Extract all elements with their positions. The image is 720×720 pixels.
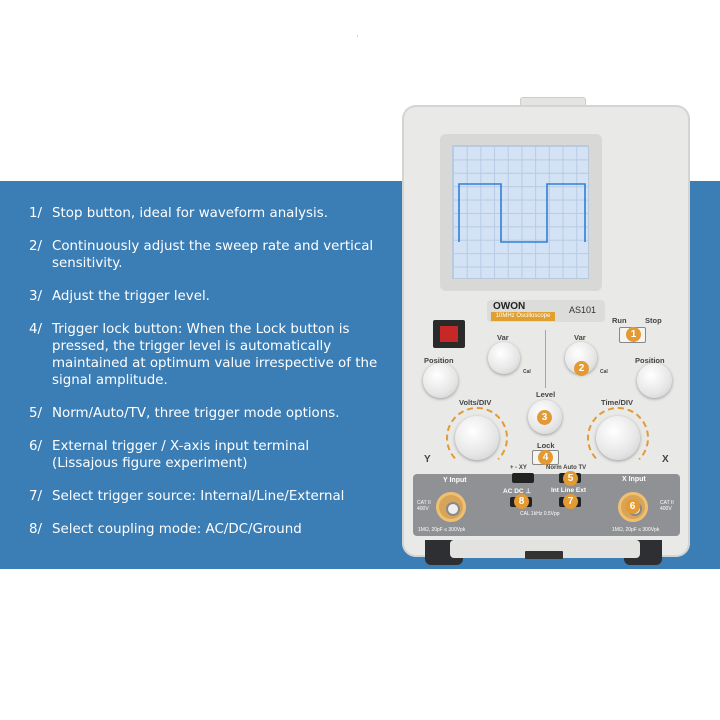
feature-number: 3/ xyxy=(29,289,43,304)
callout-badge-7: 7 xyxy=(563,494,578,509)
run-label: Run xyxy=(612,316,627,325)
volts-div-label: Volts/DIV xyxy=(459,398,492,407)
x-position-knob[interactable] xyxy=(637,363,672,398)
xy-switch[interactable] xyxy=(512,473,534,483)
feature-item: 3/Adjust the trigger level. xyxy=(29,288,379,305)
feature-number: 2/ xyxy=(29,239,43,254)
time-div-label: Time/DIV xyxy=(601,398,633,407)
feature-text: Trigger lock button: When the Lock butto… xyxy=(52,322,378,388)
feature-item: 5/Norm/Auto/TV, three trigger mode optio… xyxy=(29,405,379,422)
stray-mark: ˒ xyxy=(356,30,359,39)
bottom-slot xyxy=(525,551,563,559)
trigger-line xyxy=(545,330,546,388)
cal-right-label: Cal xyxy=(600,369,608,375)
feature-number: 8/ xyxy=(29,522,43,537)
xy-label: + - XY xyxy=(510,465,527,471)
callout-badge-4: 4 xyxy=(538,450,553,465)
var-left-label: Var xyxy=(497,333,509,342)
model-number: AS101 xyxy=(569,305,597,315)
brand-subtitle: 10MHz Oscilloscope xyxy=(491,312,555,321)
bottom-grill xyxy=(450,540,640,558)
feature-text: Continuously adjust the sweep rate and v… xyxy=(52,239,374,271)
trigger-source-label: Int Line Ext xyxy=(551,487,587,494)
feature-text: Stop button, ideal for waveform analysis… xyxy=(52,206,328,221)
feature-text: Adjust the trigger level. xyxy=(52,289,210,304)
feature-item: 4/Trigger lock button: When the Lock but… xyxy=(29,321,379,389)
feature-item: 6/External trigger / X-axis input termin… xyxy=(29,438,379,472)
y-var-knob[interactable] xyxy=(488,342,520,374)
square-wave-trace xyxy=(458,183,586,243)
feature-item: 1/Stop button, ideal for waveform analys… xyxy=(29,205,379,222)
feature-number: 1/ xyxy=(29,206,43,221)
callout-badge-3: 3 xyxy=(537,410,552,425)
feature-item: 8/Select coupling mode: AC/DC/Ground xyxy=(29,521,379,538)
lock-label: Lock xyxy=(537,441,555,450)
callout-badge-5: 5 xyxy=(563,471,578,486)
position-left-label: Position xyxy=(424,356,454,365)
y-position-knob[interactable] xyxy=(423,363,458,398)
x-axis-label: X xyxy=(662,454,669,465)
callout-badge-6: 6 xyxy=(625,499,640,514)
stop-label: Stop xyxy=(645,316,662,325)
cal-left-label: Cal xyxy=(523,369,531,375)
y-axis-label: Y xyxy=(424,454,431,465)
time-div-knob[interactable] xyxy=(596,416,640,460)
callout-badge-2: 2 xyxy=(574,361,589,376)
x-impedance: 1MΩ, 20pF ≤ 300Vpk xyxy=(612,527,660,533)
feature-text: Select coupling mode: AC/DC/Ground xyxy=(52,522,302,537)
feature-number: 5/ xyxy=(29,406,43,421)
x-input-label: X Input xyxy=(622,476,646,483)
y-cat-rating: CAT II 400V xyxy=(417,500,431,512)
feature-item: 2/Continuously adjust the sweep rate and… xyxy=(29,238,379,272)
feature-text: Norm/Auto/TV, three trigger mode options… xyxy=(52,406,340,421)
feature-text: Select trigger source: Internal/Line/Ext… xyxy=(52,489,345,504)
feature-item: 7/Select trigger source: Internal/Line/E… xyxy=(29,488,379,505)
feature-number: 6/ xyxy=(29,439,43,454)
coupling-label: AC DC ⊥ xyxy=(503,488,532,495)
position-right-label: Position xyxy=(635,356,665,365)
feature-number: 7/ xyxy=(29,489,43,504)
feature-list: 1/Stop button, ideal for waveform analys… xyxy=(29,205,379,554)
cal-output-label: CAL 1kHz 0.5Vpp xyxy=(520,511,560,517)
callout-badge-1: 1 xyxy=(626,327,641,342)
callout-badge-8: 8 xyxy=(514,494,529,509)
x-cat-rating: CAT II 400V xyxy=(660,500,674,512)
trigger-mode-label: Norm Auto TV xyxy=(546,465,587,471)
brand-logo: OWON xyxy=(493,301,526,312)
y-impedance: 1MΩ, 20pF ≤ 300Vpk xyxy=(418,527,466,533)
oscilloscope-screen xyxy=(452,145,589,279)
level-label: Level xyxy=(536,390,556,399)
y-input-bnc-connector[interactable] xyxy=(436,492,466,522)
var-right-label: Var xyxy=(574,333,586,342)
power-switch[interactable] xyxy=(433,320,465,348)
time-div-scale xyxy=(587,407,649,469)
volts-div-knob[interactable] xyxy=(455,416,499,460)
brand-plate: OWON 10MHz Oscilloscope AS101 xyxy=(487,300,605,322)
volts-div-scale xyxy=(446,407,508,469)
feature-number: 4/ xyxy=(29,322,43,337)
y-input-label: Y Input xyxy=(443,477,467,484)
feature-text: External trigger / X-axis input terminal… xyxy=(52,439,310,471)
